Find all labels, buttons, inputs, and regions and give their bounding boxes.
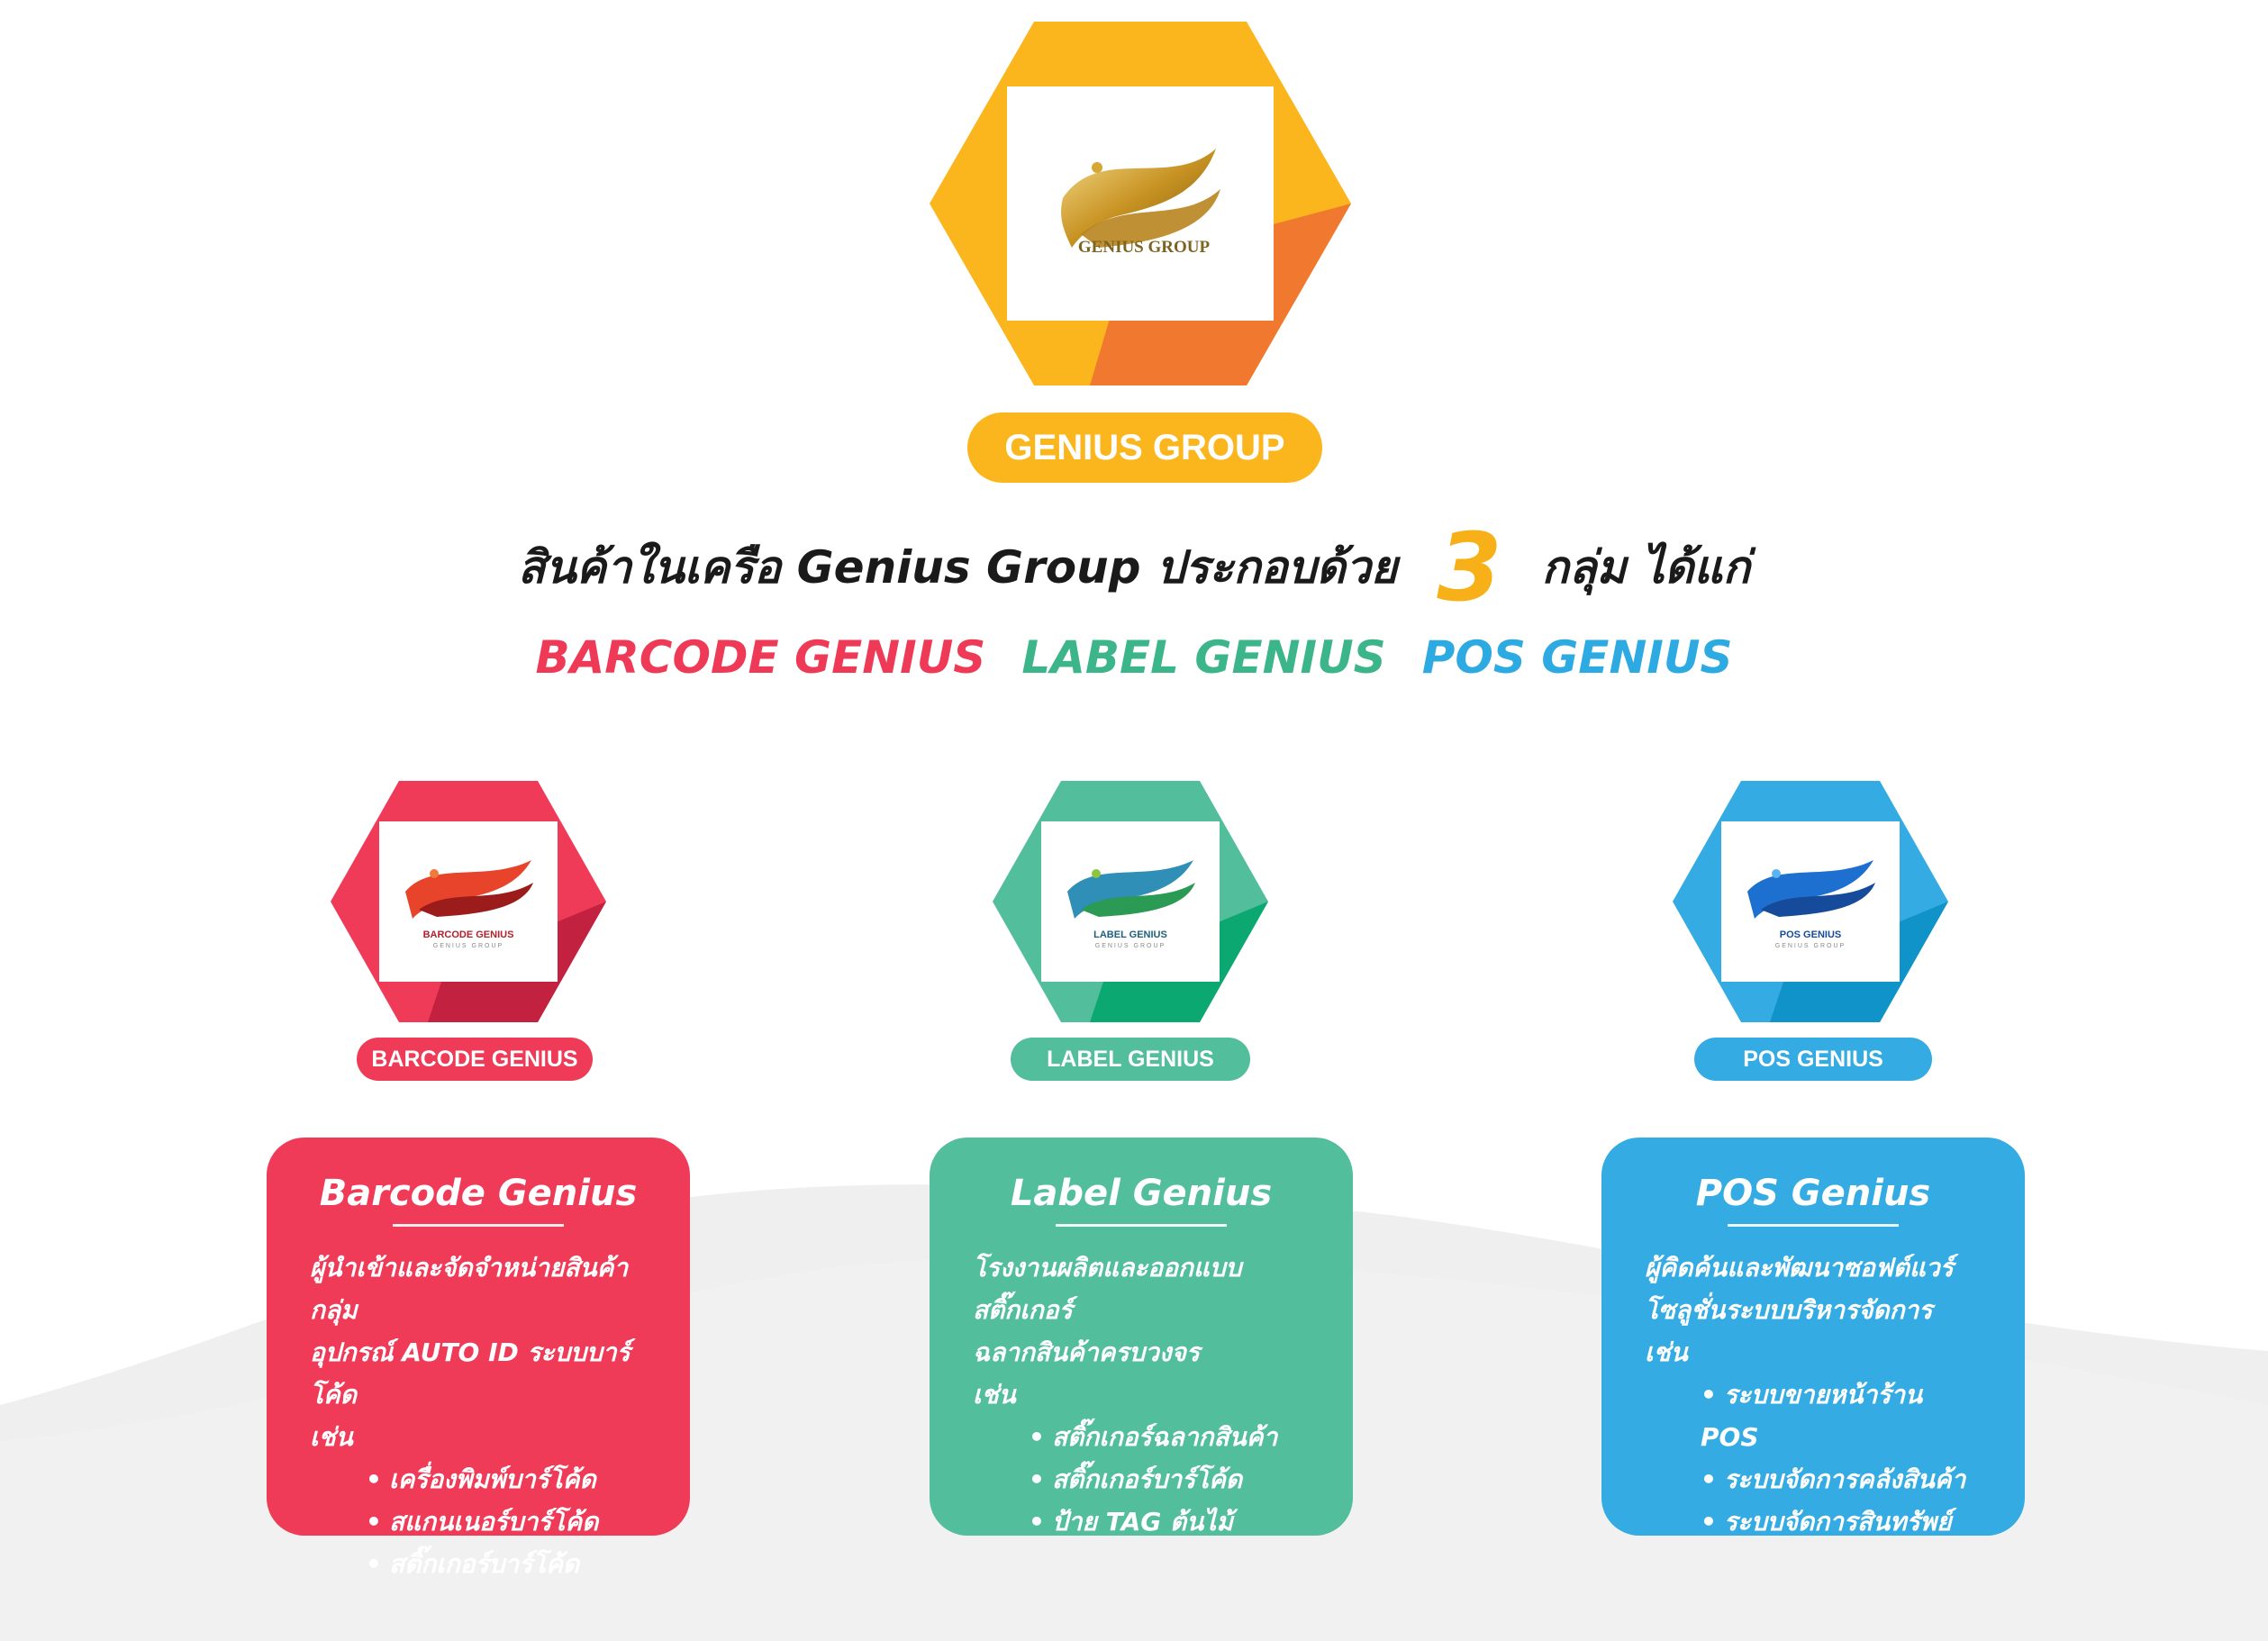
pos-genius-logo — [1747, 860, 1875, 919]
card-description: ผู้นำเข้าและจัดจำหน่ายสินค้ากลุ่ม อุปกรณ… — [303, 1247, 654, 1458]
card-title-underline — [1728, 1224, 1899, 1227]
list-item: •สติ๊กเกอร์บาร์โค้ด — [1029, 1464, 1243, 1494]
genius-group-pill: GENIUS GROUP — [967, 413, 1322, 483]
card-desc-line: โซลูชั่นระบบบริหารจัดการ — [1645, 1295, 1933, 1325]
headline-after: กลุ่ม ได้แก่ — [1541, 540, 1751, 594]
list-item: •สแกนเนอร์บาร์โค้ด — [366, 1507, 599, 1537]
card-desc-line: เช่น — [310, 1422, 353, 1452]
card-title: Label Genius — [1010, 1173, 1273, 1214]
label-genius-pill: LABEL GENIUS — [1011, 1038, 1250, 1081]
barcode-genius-logo-sub: GENIUS GROUP — [432, 943, 504, 949]
card-title-underline — [393, 1224, 564, 1227]
card-item-list: •เครื่องพิมพ์บาร์โค้ด •สแกนเนอร์บาร์โค้ด… — [303, 1458, 654, 1585]
list-item: •ป้าย TAG ต้นไม้ — [1029, 1507, 1233, 1537]
card-desc-line: โรงงานผลิตและออกแบบสติ๊กเกอร์ — [973, 1253, 1242, 1325]
brand-label: LABEL GENIUS — [1021, 631, 1386, 684]
brand-list: BARCODE GENIUS LABEL GENIUS POS GENIUS — [0, 621, 2268, 694]
pos-genius-logo-sub: GENIUS GROUP — [1774, 943, 1846, 949]
genius-group-logo — [1061, 149, 1220, 248]
card-desc-line: ผู้นำเข้าและจัดจำหน่ายสินค้ากลุ่ม — [310, 1253, 629, 1325]
card-item-list: •สติ๊กเกอร์ฉลากสินค้า •สติ๊กเกอร์บาร์โค้… — [966, 1416, 1317, 1543]
card-description: โรงงานผลิตและออกแบบสติ๊กเกอร์ ฉลากสินค้า… — [966, 1247, 1317, 1416]
card-item-list: •ระบบขายหน้าร้าน POS •ระบบจัดการคลังสินค… — [1637, 1374, 1989, 1543]
pos-genius-pill: POS GENIUS — [1694, 1038, 1932, 1081]
headline-number: 3 — [1437, 512, 1502, 622]
headline-before: สินค้าในเครือ Genius Group ประกอบด้วย — [517, 540, 1398, 594]
list-item: •ระบบจัดการคลังสินค้า — [1701, 1464, 1966, 1494]
card-title-underline — [1056, 1224, 1227, 1227]
card-desc-line: อุปกรณ์ AUTO ID ระบบบาร์โค้ด — [310, 1337, 631, 1410]
card-desc-line: ผู้คิดค้นและพัฒนาซอฟต์แวร์ — [1645, 1253, 1954, 1283]
card-description: ผู้คิดค้นและพัฒนาซอฟต์แวร์ โซลูชั่นระบบบ… — [1637, 1247, 1989, 1374]
label-genius-logo-text: LABEL GENIUS — [1093, 929, 1167, 940]
pos-genius-card: POS Genius ผู้คิดค้นและพัฒนาซอฟต์แวร์ โซ… — [1601, 1138, 2025, 1537]
label-genius-card: Label Genius โรงงานผลิตและออกแบบสติ๊กเกอ… — [930, 1138, 1353, 1537]
label-genius-logo-sub: GENIUS GROUP — [1094, 943, 1166, 949]
card-desc-line: เช่น — [1645, 1337, 1688, 1367]
card-title: POS Genius — [1695, 1173, 1931, 1214]
list-item: •เครื่องพิมพ์บาร์โค้ด — [366, 1464, 596, 1494]
genius-group-logo-text: GENIUS GROUP — [1077, 238, 1211, 257]
headline: สินค้าในเครือ Genius Group ประกอบด้วย 3 … — [0, 512, 2268, 622]
list-item: •สติ๊กเกอร์บาร์โค้ด — [366, 1549, 580, 1579]
barcode-genius-logo — [405, 860, 533, 919]
list-item: •ระบบจัดการสินทรัพย์ — [1701, 1507, 1952, 1537]
barcode-genius-pill: BARCODE GENIUS — [357, 1038, 593, 1081]
card-desc-line: ฉลากสินค้าครบวงจร — [973, 1337, 1200, 1367]
label-genius-logo — [1067, 860, 1195, 919]
list-item: •ระบบขายหน้าร้าน POS — [1701, 1380, 1923, 1452]
barcode-genius-logo-text: BARCODE GENIUS — [422, 929, 514, 940]
card-desc-line: เช่น — [973, 1380, 1016, 1410]
pos-genius-logo-text: POS GENIUS — [1779, 929, 1842, 940]
brand-barcode: BARCODE GENIUS — [535, 631, 986, 684]
list-item: •สติ๊กเกอร์ฉลากสินค้า — [1029, 1422, 1278, 1452]
card-title: Barcode Genius — [319, 1173, 638, 1214]
barcode-genius-card: Barcode Genius ผู้นำเข้าและจัดจำหน่ายสิน… — [267, 1138, 690, 1579]
brand-pos: POS GENIUS — [1421, 631, 1733, 684]
